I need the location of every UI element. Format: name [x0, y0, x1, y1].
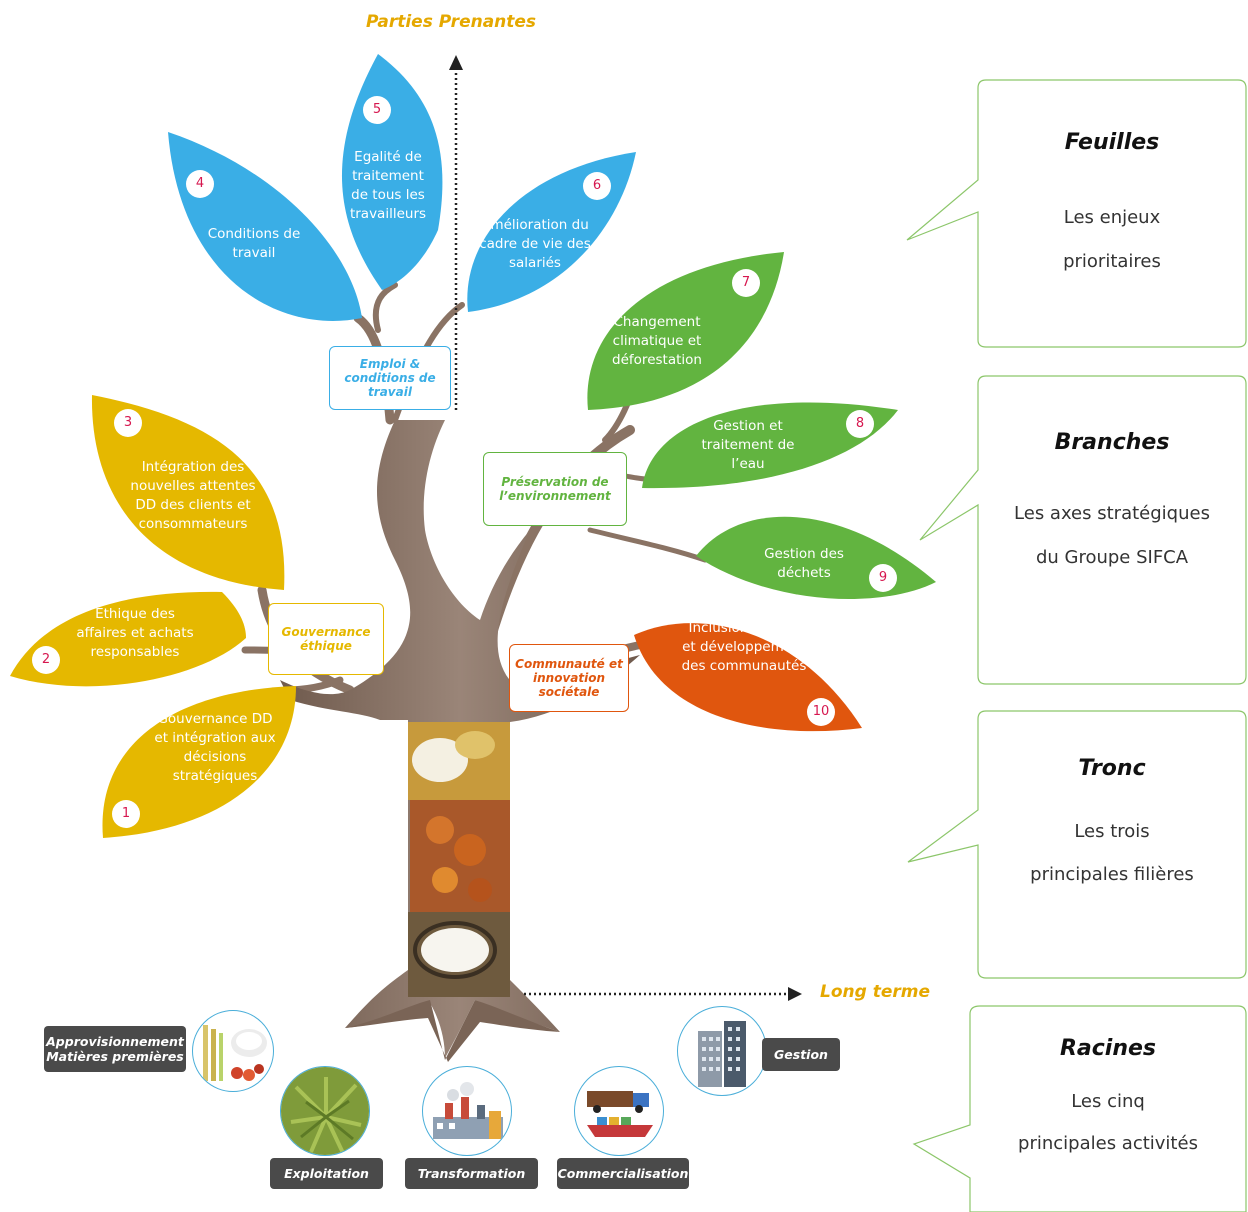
root-exploitation: Exploitation	[270, 1158, 383, 1189]
leaf-4-number: 4	[186, 170, 214, 198]
callout-branches-line1: Les axes stratégiques	[1014, 503, 1210, 524]
callout-tronc-line2: principales filières	[1030, 864, 1194, 885]
leaf-7-number: 7	[732, 269, 760, 297]
callout-tronc-line1: Les trois	[1074, 821, 1150, 842]
callout-feuilles-title: Feuilles	[1064, 130, 1160, 155]
leaf-3-text: Intégration des nouvelles attentes DD de…	[130, 459, 256, 532]
root-commercialisation: Commercialisation	[557, 1158, 689, 1189]
factory-icon	[422, 1066, 512, 1156]
callout-tronc-title: Tronc	[1078, 756, 1146, 781]
callout-racines-line1: Les cinq	[1071, 1091, 1145, 1112]
long-term-axis-label: Long terme	[820, 982, 930, 1002]
stakeholders-axis-label: Parties Prenantes	[366, 12, 537, 32]
vertical-axis-arrowhead	[449, 55, 463, 70]
leaf-10-text: Inclusion sociale et développement des c…	[681, 620, 807, 674]
leaf-2-shape	[10, 591, 246, 687]
branch-communaute: Communauté et innovation sociétale	[509, 644, 629, 712]
leaf-2-number: 2	[32, 646, 60, 674]
branch-environnement: Préservation de l’environnement	[483, 452, 627, 526]
callout-shapes	[906, 79, 1247, 1212]
leaf-8-shape	[642, 402, 898, 489]
callout-feuilles-line2: prioritaires	[1063, 251, 1161, 272]
leaf-7-text: Changement climatique et déforestation	[612, 314, 702, 368]
callout-feuilles-line1: Les enjeux	[1063, 207, 1161, 228]
callout-racines-line2: principales activités	[1018, 1133, 1198, 1154]
leaf-9-text: Gestion des déchets	[764, 546, 844, 581]
building-icon	[677, 1006, 767, 1096]
callout-racines: Racines Les cinq principales activités	[970, 1006, 1246, 1212]
leaf-10-number: 10	[807, 698, 835, 726]
callout-tronc: Tronc Les trois principales filières	[978, 711, 1246, 978]
raw-materials-icon	[192, 1010, 274, 1092]
callout-branches-line2: du Groupe SIFCA	[1035, 547, 1189, 568]
callout-branches-title: Branches	[1054, 430, 1170, 455]
leaf-6-text: Amélioration du cadre de vie des salarié…	[479, 217, 591, 271]
leaf-8-text: Gestion et traitement de l’eau	[701, 418, 795, 472]
leaf-3-shape	[91, 395, 285, 590]
leaf-1-shape	[102, 686, 297, 838]
leaf-4-text: Conditions de travail	[207, 226, 301, 261]
leaf-3-number: 3	[114, 409, 142, 437]
callout-branches: Branches Les axes stratégiques du Groupe…	[978, 376, 1246, 684]
root-gestion: Gestion	[762, 1038, 840, 1071]
branch-gouvernance: Gouvernance éthique	[268, 603, 384, 675]
horizontal-axis-arrowhead	[788, 987, 802, 1001]
trunk-photos	[408, 722, 510, 997]
leaf-4-shape	[168, 132, 362, 321]
branch-emploi: Emploi & conditions de travail	[329, 346, 451, 410]
callout-feuilles: Feuilles Les enjeux prioritaires	[978, 80, 1246, 347]
leaf-6-number: 6	[583, 172, 611, 200]
truck-ship-icon	[574, 1066, 664, 1156]
leaf-1-number: 1	[112, 800, 140, 828]
root-approvisionnement: Approvisionnement Matières premières	[44, 1026, 186, 1072]
leaf-5-text: Egalité de traitement de tous les travai…	[349, 149, 427, 222]
leaf-5-number: 5	[363, 96, 391, 124]
root-transformation: Transformation	[405, 1158, 538, 1189]
leaf-2-text: Ethique des affaires et achats responsab…	[76, 606, 194, 660]
leaf-10-shape	[634, 623, 862, 732]
leaf-1-text: Gouvernance DD et intégration aux décisi…	[154, 711, 276, 784]
roots	[345, 1000, 560, 1062]
plantation-icon	[280, 1066, 370, 1156]
leaf-9-number: 9	[869, 564, 897, 592]
leaf-8-number: 8	[846, 410, 874, 438]
callout-racines-title: Racines	[1059, 1036, 1157, 1061]
